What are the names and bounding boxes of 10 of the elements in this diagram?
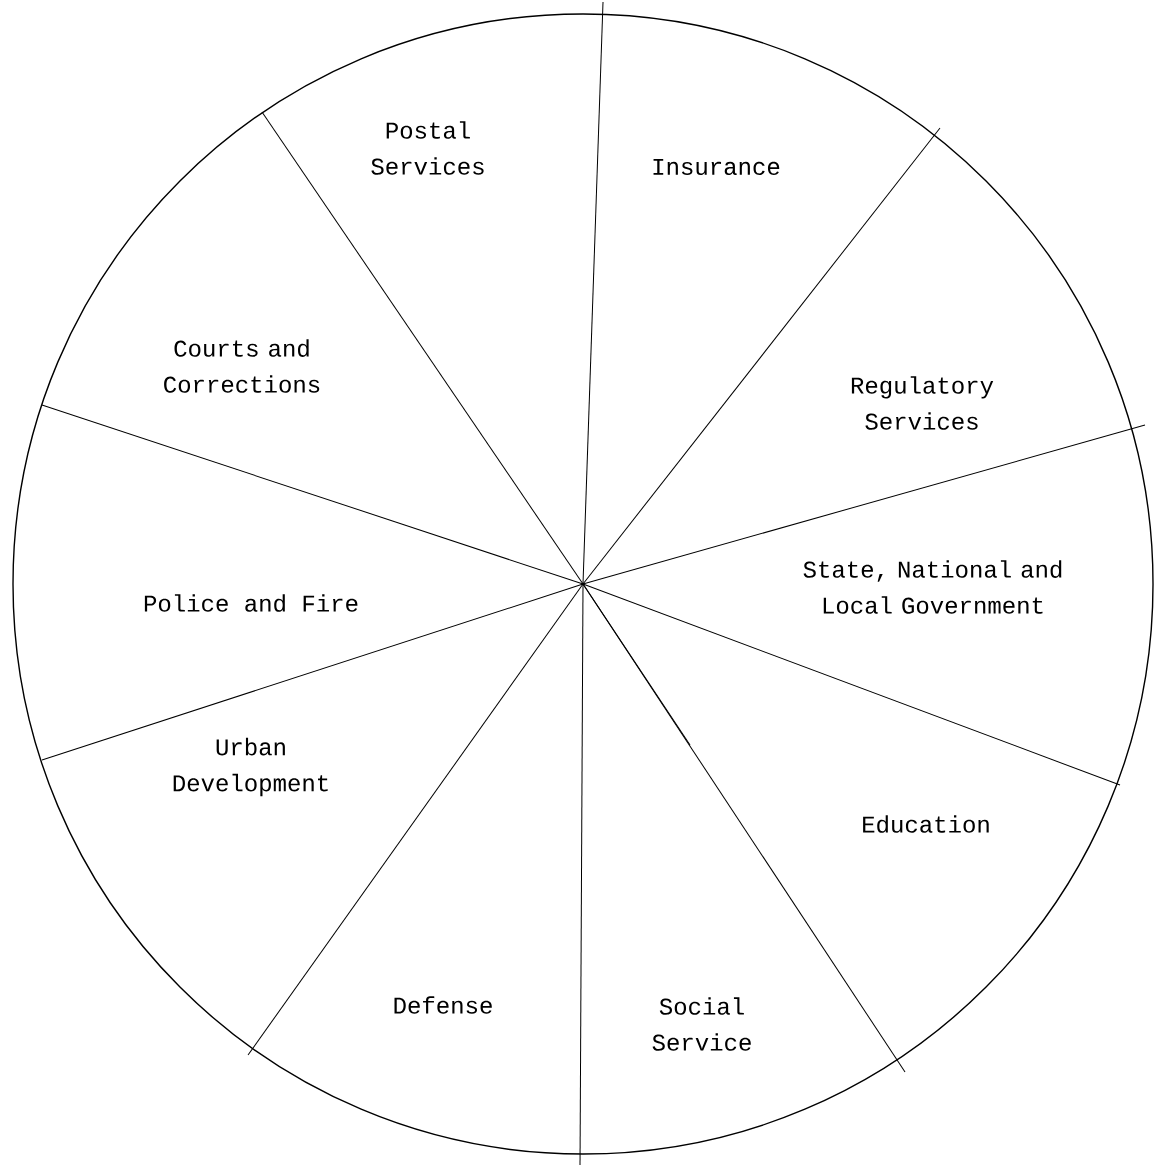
sector-label: Urban Development — [173, 737, 328, 797]
sector-label: State, National and Local Government — [803, 560, 1062, 614]
sector-label: Courts and Corrections — [164, 339, 320, 393]
sector-label: Police and Fire — [144, 594, 358, 612]
sector-label: Defense — [394, 996, 492, 1014]
sector-label: Education — [863, 815, 989, 833]
sector-label: Social Service — [652, 997, 751, 1051]
sector-label: Insurance — [653, 159, 780, 175]
sector-label: Regulatory Services — [851, 376, 994, 430]
sector-label: Postal Services — [371, 121, 484, 175]
